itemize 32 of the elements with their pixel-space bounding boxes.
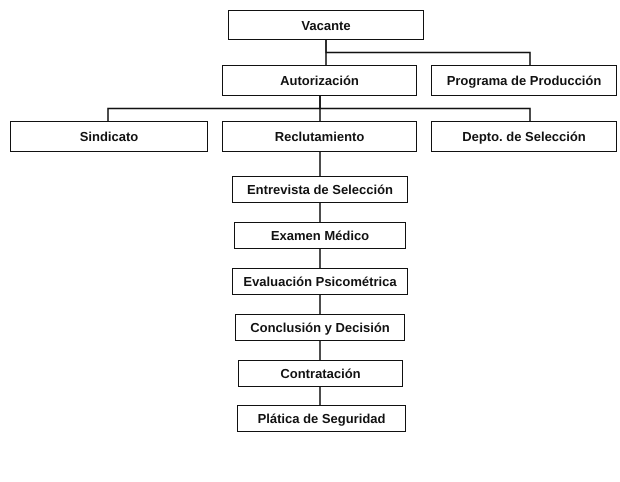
process-box: [234, 222, 406, 249]
process-box: [238, 360, 403, 387]
connector-line: [319, 152, 321, 176]
connector-line: [319, 96, 531, 121]
process-box: [431, 121, 617, 152]
process-box: [10, 121, 208, 152]
connector-line: [319, 387, 321, 405]
process-box: [222, 121, 417, 152]
box-label: Vacante: [301, 18, 351, 32]
connector-line: [319, 295, 321, 314]
process-box: [232, 176, 408, 203]
process-box: [235, 314, 405, 341]
connector-line: [319, 249, 321, 268]
connector-line: [319, 341, 321, 360]
box-label: Reclutamiento: [274, 129, 364, 144]
box-label: Sindicato: [80, 129, 138, 144]
box-label: Entrevista de Selección: [247, 182, 393, 197]
box-label: Depto. de Selección: [462, 129, 586, 144]
process-box: [431, 65, 617, 96]
process-box: [232, 268, 408, 295]
box-label: Conclusión y Decisión: [250, 320, 390, 335]
box-label: Programa de Producción: [446, 73, 602, 88]
process-box: [222, 65, 417, 96]
process-box: [228, 10, 424, 40]
box-label: Autorización: [280, 73, 359, 88]
box-label: Evaluación Psicométrica: [243, 274, 397, 289]
box-label: Examen Médico: [270, 228, 370, 243]
box-label: Contratación: [280, 366, 361, 381]
process-box: [237, 405, 406, 432]
connector-line: [325, 40, 531, 65]
box-label: Plática de Seguridad: [258, 411, 386, 426]
connector-line: [319, 203, 321, 222]
